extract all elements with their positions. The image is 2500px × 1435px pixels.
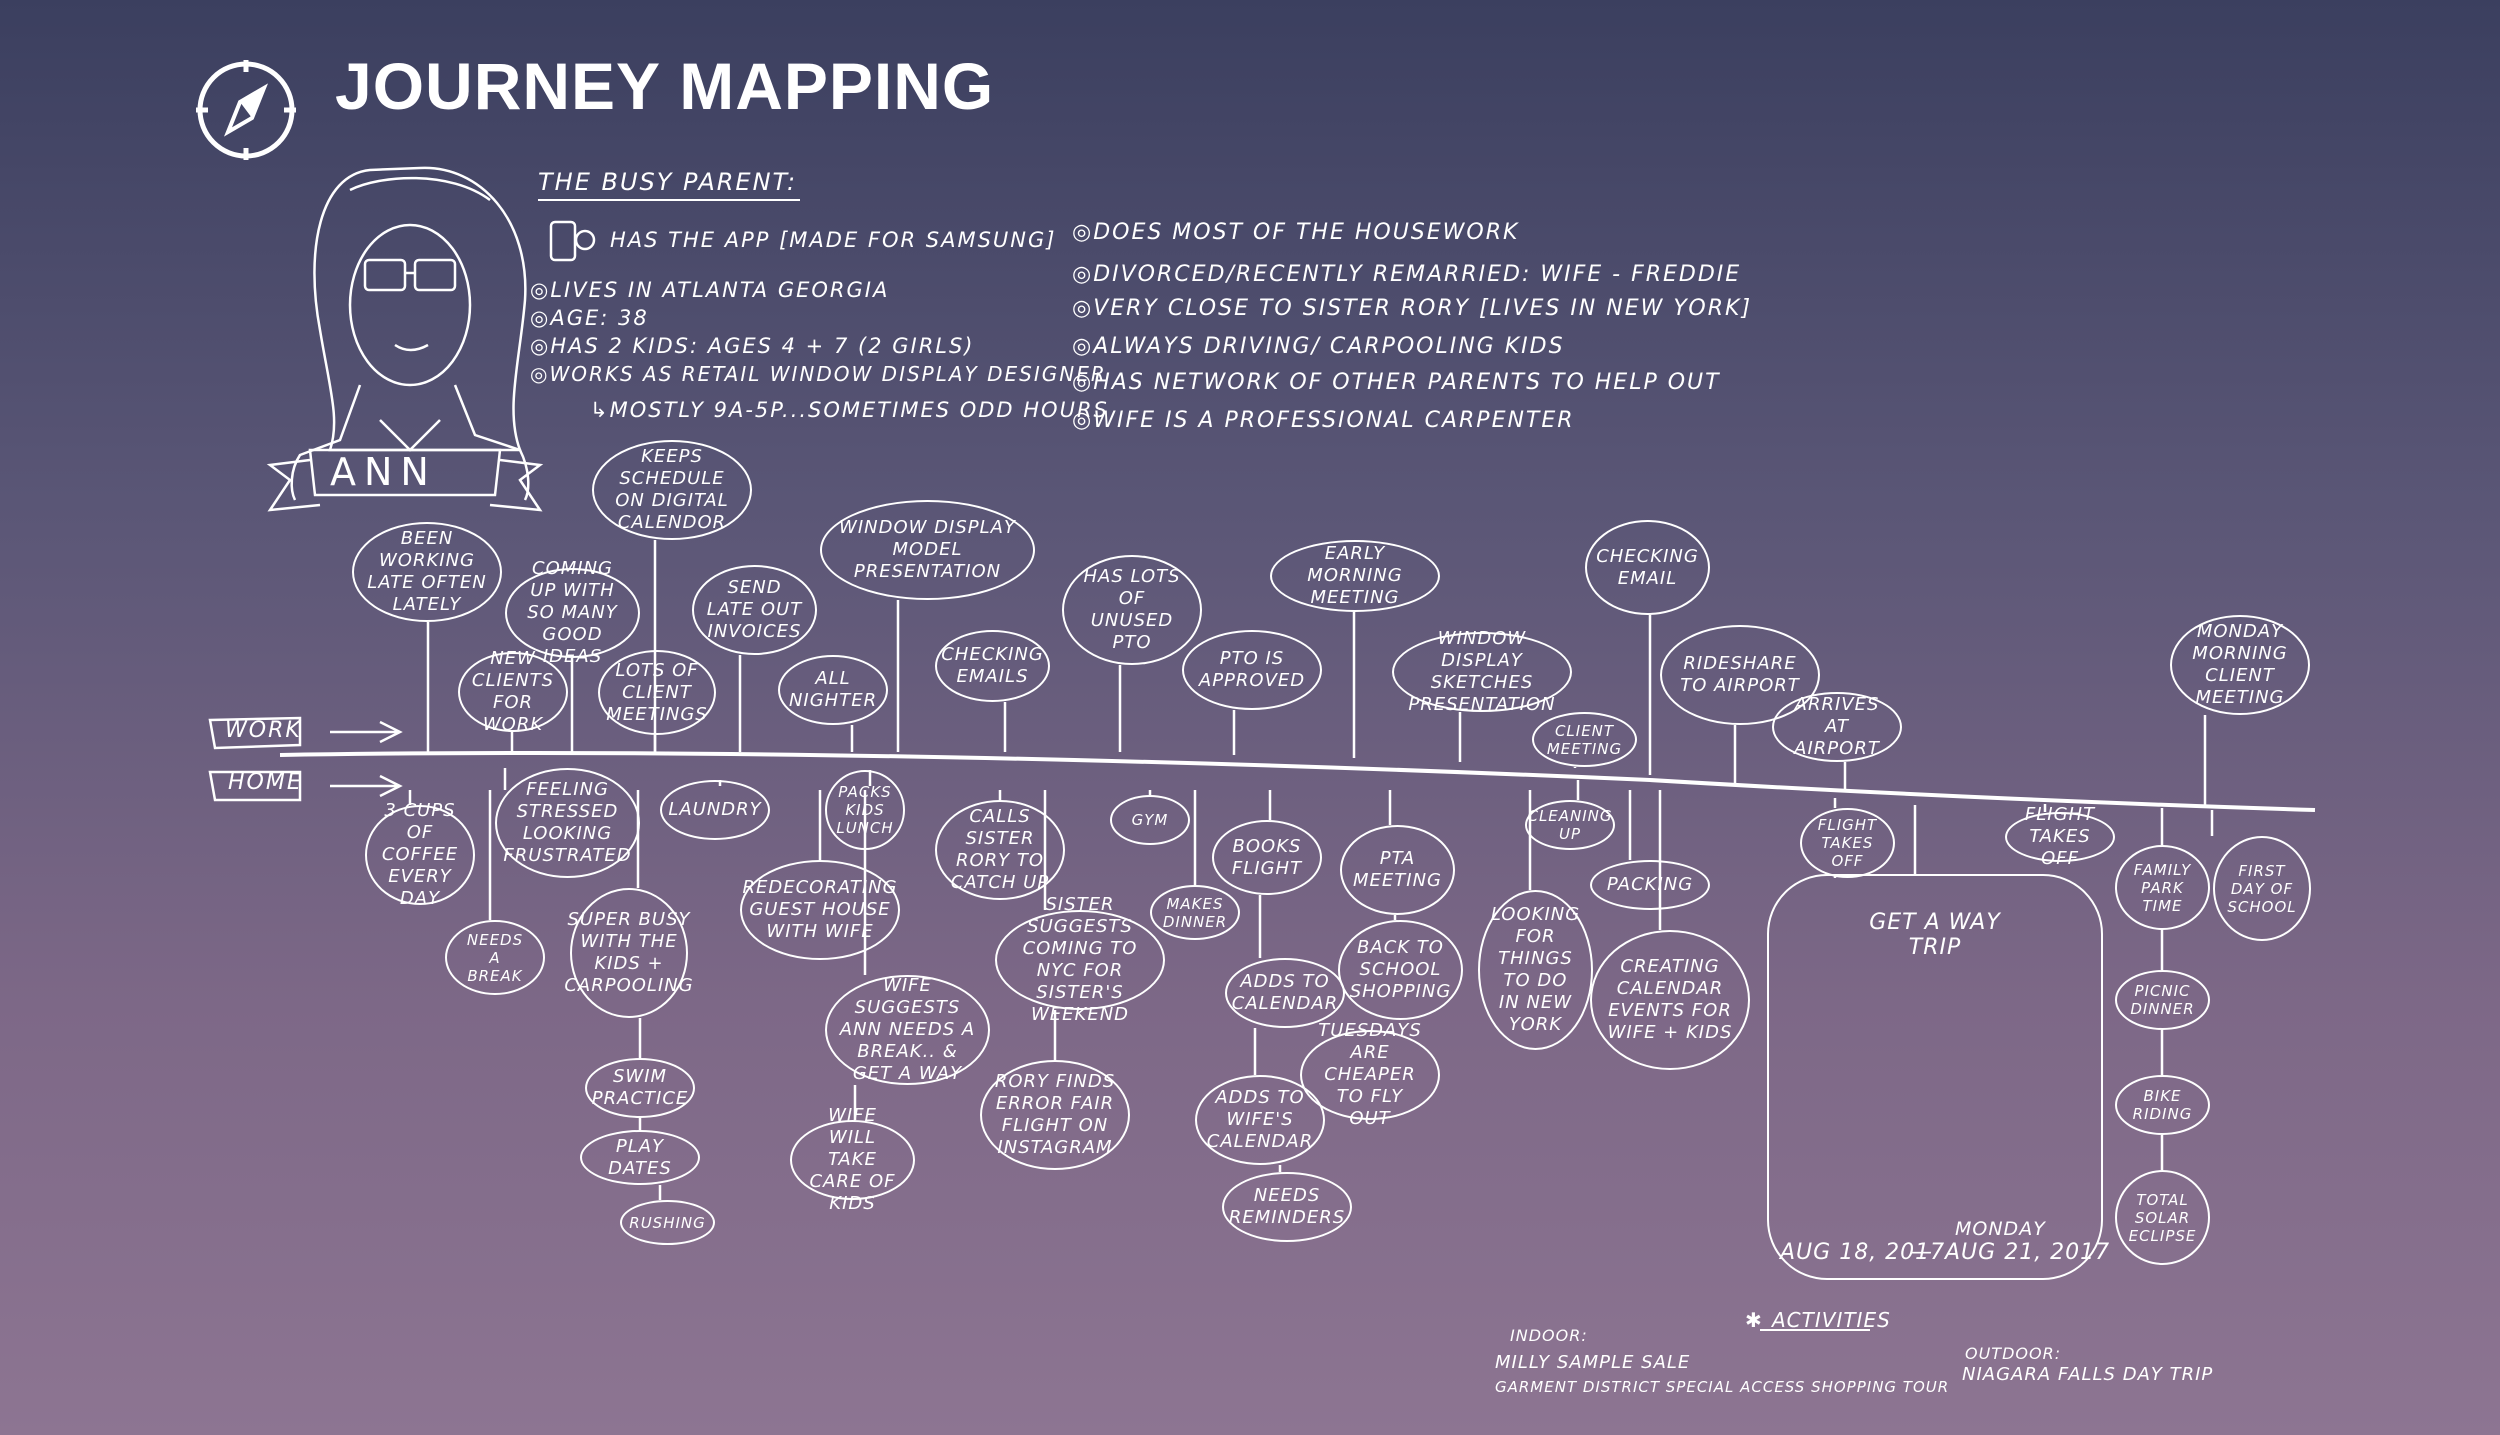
home-event-bubble: PACKS KIDS LUNCH bbox=[825, 770, 905, 850]
home-event-bubble: WIFE WILL TAKE CARE OF KIDS bbox=[790, 1105, 915, 1214]
compass-icon bbox=[196, 60, 296, 160]
work-event-bubble: KEEPS SCHEDULE ON DIGITAL CALENDOR bbox=[592, 440, 752, 540]
outdoor-label: OUTDOOR: bbox=[1965, 1344, 2062, 1363]
phone-icon bbox=[549, 220, 596, 262]
home-event-bubble: FEELING STRESSED LOOKING FRUSTRATED bbox=[495, 768, 640, 878]
home-event-bubble: SISTER SUGGESTS COMING TO NYC FOR SISTER… bbox=[995, 894, 1165, 1025]
home-event-bubble: PACKING bbox=[1590, 860, 1710, 910]
persona-fact: ◎VERY CLOSE TO SISTER RORY [LIVES IN NEW… bbox=[1072, 296, 1753, 321]
page-title: JOURNEY MAPPING bbox=[335, 49, 995, 123]
work-event-bubble: RIDESHARE TO AIRPORT bbox=[1660, 625, 1820, 725]
work-event-bubble: HAS LOTS OF UNUSED PTO bbox=[1062, 555, 1202, 665]
persona-fact: ◎DIVORCED/RECENTLY REMARRIED: WIFE - FRE… bbox=[1072, 262, 1742, 287]
work-event-bubble: BEEN WORKING LATE OFTEN LATELY bbox=[352, 522, 502, 622]
persona-name: ANN bbox=[330, 450, 437, 494]
trip-end-day: MONDAY bbox=[1955, 1218, 2046, 1240]
home-event-bubble: GYM bbox=[1110, 795, 1190, 845]
persona-fact: ◎AGE: 38 bbox=[530, 306, 649, 330]
home-event-bubble: RUSHING bbox=[620, 1200, 715, 1245]
home-event-bubble: CLEANING UP bbox=[1525, 800, 1615, 850]
home-lane-label: HOME bbox=[228, 770, 303, 795]
home-event-bubble: ADDS TO CALENDAR bbox=[1225, 958, 1345, 1028]
indoor-item: GARMENT DISTRICT SPECIAL ACCESS SHOPPING… bbox=[1495, 1378, 1950, 1396]
work-event-bubble: CHECKING EMAILS bbox=[935, 630, 1050, 702]
indoor-label: INDOOR: bbox=[1510, 1326, 1588, 1345]
trip-dash: — bbox=[1910, 1240, 1933, 1265]
work-event-bubble: WINDOW DISPLAY SKETCHES PRESENTATION bbox=[1392, 628, 1572, 715]
home-event-bubble: 3 CUPS OF COFFEE EVERY DAY bbox=[365, 800, 475, 909]
persona-fact: ◎WORKS AS RETAIL WINDOW DISPLAY DESIGNER bbox=[530, 362, 1107, 386]
work-event-bubble: CHECKING EMAIL bbox=[1585, 520, 1710, 615]
home-event-bubble: LOOKING FOR THINGS TO DO IN NEW YORK bbox=[1478, 890, 1593, 1050]
home-event-bubble: RORY FINDS ERROR FAIR FLIGHT ON INSTAGRA… bbox=[980, 1060, 1130, 1170]
persona-fact: ◎ALWAYS DRIVING/ CARPOOLING KIDS bbox=[1072, 334, 1565, 359]
home-event-bubble: SUPER BUSY WITH THE KIDS + CARPOOLING bbox=[564, 888, 693, 1018]
home-event-bubble: NEEDS REMINDERS bbox=[1222, 1172, 1352, 1242]
home-event-bubble: TOTAL SOLAR ECLIPSE bbox=[2115, 1170, 2210, 1265]
persona-fact: ◎HAS 2 KIDS: AGES 4 + 7 (2 GIRLS) bbox=[530, 334, 975, 358]
home-event-bubble: WIFE SUGGESTS ANN NEEDS A BREAK.. & GET … bbox=[825, 975, 990, 1085]
home-event-bubble: REDECORATING GUEST HOUSE WITH WIFE bbox=[740, 860, 900, 960]
work-event-bubble: NEW CLIENTS FOR WORK bbox=[458, 648, 568, 735]
work-event-bubble: WINDOW DISPLAY MODEL PRESENTATION bbox=[820, 500, 1035, 600]
home-event-bubble: PICNIC DINNER bbox=[2115, 970, 2210, 1030]
home-event-bubble: ADDS TO WIFE'S CALENDAR bbox=[1195, 1075, 1325, 1165]
home-event-bubble: NEEDS A BREAK bbox=[445, 920, 545, 995]
home-event-bubble: BIKE RIDING bbox=[2115, 1075, 2210, 1135]
indoor-item: MILLY SAMPLE SALE bbox=[1495, 1352, 1691, 1373]
timeline-line bbox=[279, 750, 2316, 812]
work-event-bubble: CLIENT MEETING bbox=[1532, 712, 1637, 767]
home-event-bubble: SWIM PRACTICE bbox=[585, 1058, 695, 1118]
home-event-bubble: FLIGHT TAKES OFF bbox=[2005, 804, 2115, 869]
work-lane-arrow bbox=[208, 716, 403, 802]
work-event-bubble: SEND LATE OUT INVOICES bbox=[692, 565, 817, 655]
activities-label: ACTIVITIES bbox=[1772, 1308, 1891, 1332]
home-event-bubble: PTA MEETING bbox=[1340, 825, 1455, 915]
trip-box bbox=[1767, 874, 2103, 1280]
work-event-bubble: LOTS OF CLIENT MEETINGS bbox=[598, 650, 716, 735]
persona-fact: ◎HAS NETWORK OF OTHER PARENTS TO HELP OU… bbox=[1072, 370, 1721, 395]
work-event-bubble: ARRIVES AT AIRPORT bbox=[1772, 692, 1902, 762]
persona-fact: ◎WIFE IS A PROFESSIONAL CARPENTER bbox=[1072, 408, 1575, 433]
trip-title: GET A WAY TRIP bbox=[1869, 910, 2001, 960]
home-event-bubble: FIRST DAY OF SCHOOL bbox=[2213, 836, 2311, 941]
home-event-bubble: BACK TO SCHOOL SHOPPING bbox=[1338, 920, 1463, 1020]
home-event-bubble: PLAY DATES bbox=[580, 1130, 700, 1185]
persona-fact: HAS THE APP [MADE FOR SAMSUNG] bbox=[610, 228, 1057, 252]
home-event-bubble: CALLS SISTER RORY TO CATCH UP bbox=[935, 800, 1065, 900]
work-event-bubble: COMING UP WITH SO MANY GOOD IDEAS bbox=[505, 558, 640, 667]
trip-start: AUG 18, 2017 bbox=[1780, 1240, 1946, 1265]
persona-fact: ◎LIVES IN ATLANTA GEORGIA bbox=[530, 278, 890, 302]
home-event-bubble: LAUNDRY bbox=[660, 780, 770, 840]
persona-fact: ↳MOSTLY 9A-5P...SOMETIMES ODD HOURS bbox=[590, 398, 1109, 422]
outdoor-item: NIAGARA FALLS DAY TRIP bbox=[1962, 1364, 2214, 1385]
work-event-bubble: ALL NIGHTER bbox=[778, 655, 888, 725]
work-event-bubble: EARLY MORNING MEETING bbox=[1270, 540, 1440, 612]
home-event-bubble: MAKES DINNER bbox=[1150, 885, 1240, 940]
work-event-bubble: MONDAY MORNING CLIENT MEETING bbox=[2170, 615, 2310, 715]
work-lane-label: WORK bbox=[225, 718, 302, 743]
person-sketch bbox=[266, 166, 544, 512]
home-event-bubble: FLIGHT TAKES OFF bbox=[1800, 808, 1895, 878]
activities-star-icon: ✱ bbox=[1745, 1308, 1763, 1332]
home-event-bubble: CREATING CALENDAR EVENTS FOR WIFE + KIDS bbox=[1590, 930, 1750, 1070]
persona-fact: ◎DOES MOST OF THE HOUSEWORK bbox=[1072, 220, 1520, 245]
home-event-bubble: TUESDAYS ARE CHEAPER TO FLY OUT bbox=[1300, 1020, 1440, 1129]
trip-end: AUG 21, 2017 bbox=[1945, 1240, 2111, 1265]
home-event-bubble: BOOKS FLIGHT bbox=[1212, 820, 1322, 895]
home-event-bubble: FAMILY PARK TIME bbox=[2115, 845, 2210, 930]
persona-heading: THE BUSY PARENT: bbox=[538, 168, 798, 196]
work-event-bubble: PTO IS APPROVED bbox=[1182, 630, 1322, 710]
